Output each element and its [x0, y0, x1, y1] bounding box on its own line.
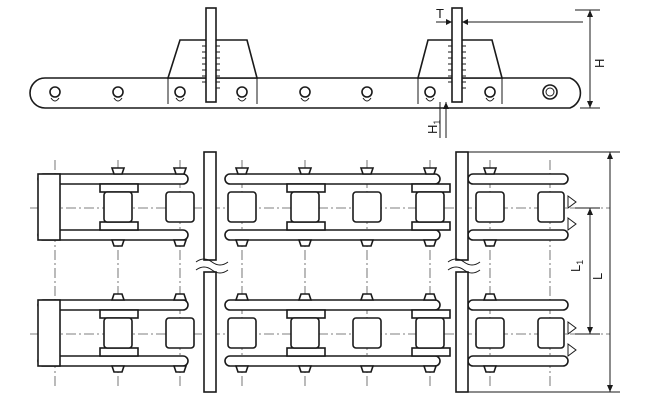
plan-flights	[195, 151, 481, 393]
upper-pin-heads	[110, 167, 498, 247]
side-view: T H H1	[29, 6, 607, 138]
side-pins	[49, 84, 558, 102]
flight-ticks	[202, 45, 466, 89]
upper-rollers	[103, 191, 565, 223]
lower-rollers	[103, 317, 565, 349]
label-L: L	[590, 273, 605, 280]
label-T: T	[436, 6, 444, 21]
label-H1: H1	[425, 120, 442, 134]
label-H: H	[592, 59, 607, 68]
plan-view: L1 L	[30, 151, 620, 393]
label-L1: L1	[568, 260, 585, 272]
upper-strand	[37, 167, 577, 247]
lower-strand	[37, 293, 577, 373]
lower-pin-heads	[110, 293, 498, 373]
